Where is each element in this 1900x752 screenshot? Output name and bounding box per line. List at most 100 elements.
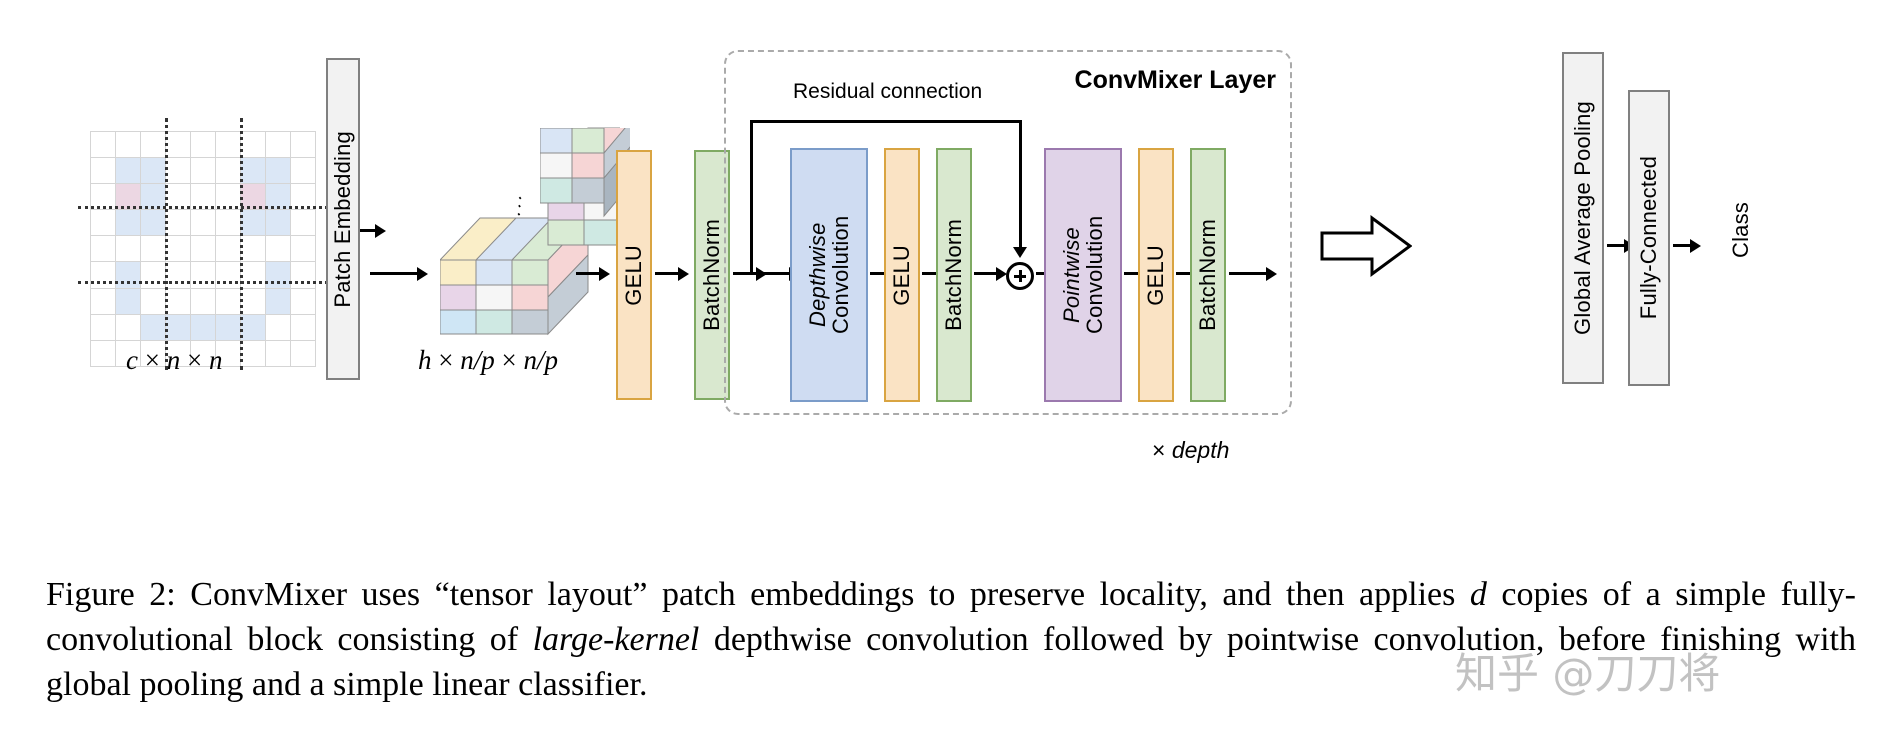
depthwise-convolution-word: Convolution (828, 215, 853, 335)
input-grid-cell (190, 261, 216, 289)
input-grid-cell (140, 261, 166, 289)
arrow-gelu2-to-batchnorm2 (1176, 272, 1192, 275)
input-grid-cell (240, 209, 266, 237)
input-grid-cell (215, 339, 241, 367)
input-grid-cell (165, 209, 191, 237)
input-grid-row (90, 183, 316, 211)
input-grid-cell (290, 339, 316, 367)
input-grid-cell (240, 183, 266, 211)
input-grid-cell (240, 313, 266, 341)
input-grid-cell (115, 261, 141, 289)
caption-d-symbol: d (1469, 576, 1487, 613)
input-grid-cell (215, 130, 241, 159)
global-average-pooling-box[interactable]: Global Average Pooling (1562, 52, 1604, 384)
input-grid-cell (240, 130, 266, 159)
batchnorm-box-1[interactable]: BatchNorm (936, 148, 972, 402)
class-output-label: Class (1728, 202, 1753, 264)
residual-connection-right-segment (1019, 120, 1022, 252)
pointwise-convolution-word: Convolution (1082, 215, 1107, 335)
arrow-batchnorm2-out (1229, 272, 1267, 275)
input-grid-cell (290, 130, 316, 159)
input-grid-row (90, 157, 316, 185)
convmixer-layer-container: ConvMixer Layer (724, 50, 1292, 415)
block-arrow-svg (1320, 215, 1413, 277)
input-grid-cell (165, 287, 191, 315)
input-grid-cell (115, 313, 141, 341)
input-grid-cell (190, 287, 216, 315)
input-grid-cell (140, 313, 166, 341)
depthwise-convolution-box[interactable]: Depthwise Convolution (790, 148, 868, 402)
input-grid-cell (140, 157, 166, 185)
input-grid-cell (90, 183, 116, 211)
arrow-head-batchnorm1-to-add (996, 267, 1007, 281)
residual-connection-label: Residual connection (793, 80, 983, 103)
caption-tail: depthwise convolution followed by pointw… (46, 620, 1856, 703)
gelu-box-1[interactable]: GELU (884, 148, 920, 402)
patch-divider-vertical-2 (240, 118, 243, 370)
input-grid-cell (190, 183, 216, 211)
input-grid-cell (265, 313, 291, 341)
input-grid-cell (265, 261, 291, 289)
input-grid-row (90, 209, 316, 237)
gelu-box-2[interactable]: GELU (1138, 148, 1174, 402)
fully-connected-box[interactable]: Fully-Connected (1628, 90, 1670, 386)
arrow-into-depthwise (750, 272, 790, 275)
input-grid-cell (215, 209, 241, 237)
arrow-gelu-to-batchnorm-stem (655, 272, 679, 275)
global-average-pooling-label: Global Average Pooling (1570, 101, 1596, 335)
input-grid-row (90, 130, 316, 159)
patch-divider-vertical-1 (165, 118, 168, 370)
arrow-gap-to-fc (1607, 244, 1625, 247)
depthwise-emphasis: Depthwise (804, 222, 830, 328)
residual-add-node (1006, 262, 1034, 290)
gelu-label-2: GELU (1143, 244, 1169, 306)
input-grid-cell (90, 235, 116, 263)
batchnorm-box-2[interactable]: BatchNorm (1190, 148, 1226, 402)
caption-mid: copies of a simple fully-convolutional b… (46, 576, 1856, 658)
input-grid-cell (215, 313, 241, 341)
input-grid-cell (290, 209, 316, 237)
block-arrow-to-head (1320, 215, 1413, 277)
input-grid-cell (265, 157, 291, 185)
batchnorm-label-1: BatchNorm (941, 219, 967, 331)
input-grid-cell (165, 261, 191, 289)
arrow-batchnorm1-to-add (974, 272, 1000, 275)
input-grid-row (90, 313, 316, 341)
input-grid-cell (165, 339, 191, 367)
input-grid-cell (115, 209, 141, 237)
arrow-pointwise-to-gelu2 (1124, 272, 1140, 275)
figure-caption: Figure 2: ConvMixer uses “tensor layout”… (46, 573, 1856, 708)
arrow-head-batchnorm2-out (1266, 267, 1277, 281)
input-grid-cell (215, 235, 241, 263)
depth-word: depth (1171, 437, 1230, 463)
input-grid-cell (165, 313, 191, 341)
arrow-head-patch-embedding-to-tensor (417, 267, 428, 281)
input-grid-cell (90, 287, 116, 315)
input-grid-cell (190, 313, 216, 341)
input-grid-cell (90, 261, 116, 289)
input-grid-cell (240, 157, 266, 185)
input-grid-cell (140, 235, 166, 263)
arrow-head-gelu-to-batchnorm-stem (678, 267, 689, 281)
input-grid-cell (190, 339, 216, 367)
arrow-head-input-to-patch-embedding (375, 224, 386, 238)
input-grid-row (90, 339, 316, 367)
input-grid-cell (140, 287, 166, 315)
input-grid-cell (240, 261, 266, 289)
patch-divider-horizontal-2 (78, 281, 328, 284)
patch-divider-horizontal-1 (78, 206, 328, 209)
patch-embedding-box[interactable]: Patch Embedding (326, 58, 360, 380)
pointwise-convolution-box[interactable]: Pointwise Convolution (1044, 148, 1122, 402)
input-grid-cell (265, 130, 291, 159)
class-output-text: Class (1728, 202, 1753, 259)
input-grid-cell (215, 157, 241, 185)
input-grid-cell (240, 235, 266, 263)
input-grid-cell (265, 235, 291, 263)
pointwise-emphasis: Pointwise (1058, 227, 1084, 323)
gelu-box-stem[interactable]: GELU (616, 150, 652, 400)
input-grid-cell (90, 130, 116, 159)
input-grid-table (90, 130, 316, 367)
caption-large-kernel-emphasis: large-kernel (532, 620, 700, 658)
input-grid-cell (265, 339, 291, 367)
